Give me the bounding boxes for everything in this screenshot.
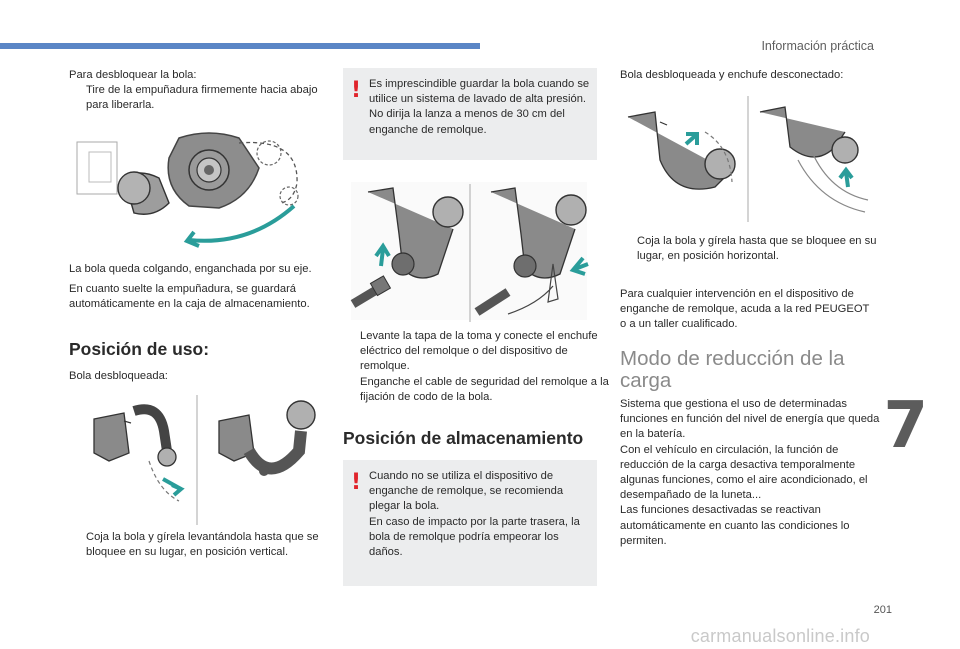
- text-ball-unlocked: Bola desbloqueada:: [69, 370, 168, 382]
- bullet-safety-cable: Enganche el cable de seguridad del remol…: [343, 375, 610, 405]
- bullet-vertical-lock: Coja la bola y gírela levantándola hasta…: [69, 530, 344, 560]
- warning-text: Cuando no se utiliza el dispositivo de e…: [369, 470, 580, 559]
- bullet-text: Enganche el cable de seguridad del remol…: [360, 376, 609, 404]
- bullet-text: Levante la tapa de la toma y conecte el …: [360, 330, 598, 373]
- chapter-tab-number: 7: [883, 389, 928, 463]
- page-number: 201: [873, 604, 892, 616]
- warning-box-fold-ball: ! Cuando no se utiliza el dispositivo de…: [343, 460, 597, 586]
- warning-text: Es imprescindible guardar la bola cuando…: [369, 78, 590, 136]
- figure-use-position: [69, 391, 323, 525]
- warning-box-pressure-wash: ! Es imprescindible guardar la bola cuan…: [343, 68, 597, 160]
- figure-storage-position: [620, 92, 870, 224]
- text-auto-store: En cuanto suelte la empuñadura, se guard…: [69, 283, 310, 311]
- figure-pull-handle: [69, 128, 321, 248]
- bullet-horizontal-lock: Coja la bola y gírela hasta que se bloqu…: [620, 234, 895, 264]
- text-load-reduction: Sistema que gestiona el uso de determina…: [620, 398, 880, 547]
- figure-connect-plug: [343, 174, 597, 324]
- text-ball-unplugged: Bola desbloqueada y enchufe desconectado…: [620, 69, 844, 81]
- bullet-text: Coja la bola y gírela levantándola hasta…: [86, 531, 319, 559]
- warning-icon: !: [351, 470, 362, 495]
- warning-icon: !: [351, 78, 362, 103]
- bullet-text: Coja la bola y gírela hasta que se bloqu…: [637, 235, 877, 263]
- text-ball-hanging: La bola queda colgando, enganchada por s…: [69, 263, 312, 275]
- section-title: Información práctica: [761, 39, 874, 53]
- bullet-connect-plug: Levante la tapa de la toma y conecte el …: [343, 329, 610, 375]
- heading-use-position: Posición de uso:: [69, 339, 210, 359]
- watermark: carmanualsonline.info: [690, 626, 870, 646]
- bullet-pull-handle: Tire de la empuñadura firmemente hacia a…: [69, 83, 326, 113]
- top-accent-bar: [0, 43, 480, 49]
- heading-load-reduction: Modo de reducción de la carga: [620, 347, 845, 392]
- heading-storage-position: Posición de almacenamiento: [343, 428, 584, 448]
- unlock-intro: Para desbloquear la bola:: [69, 69, 197, 81]
- text-service-network: Para cualquier intervención en el dispos…: [620, 288, 870, 331]
- bullet-text: Tire de la empuñadura firmemente hacia a…: [86, 84, 318, 112]
